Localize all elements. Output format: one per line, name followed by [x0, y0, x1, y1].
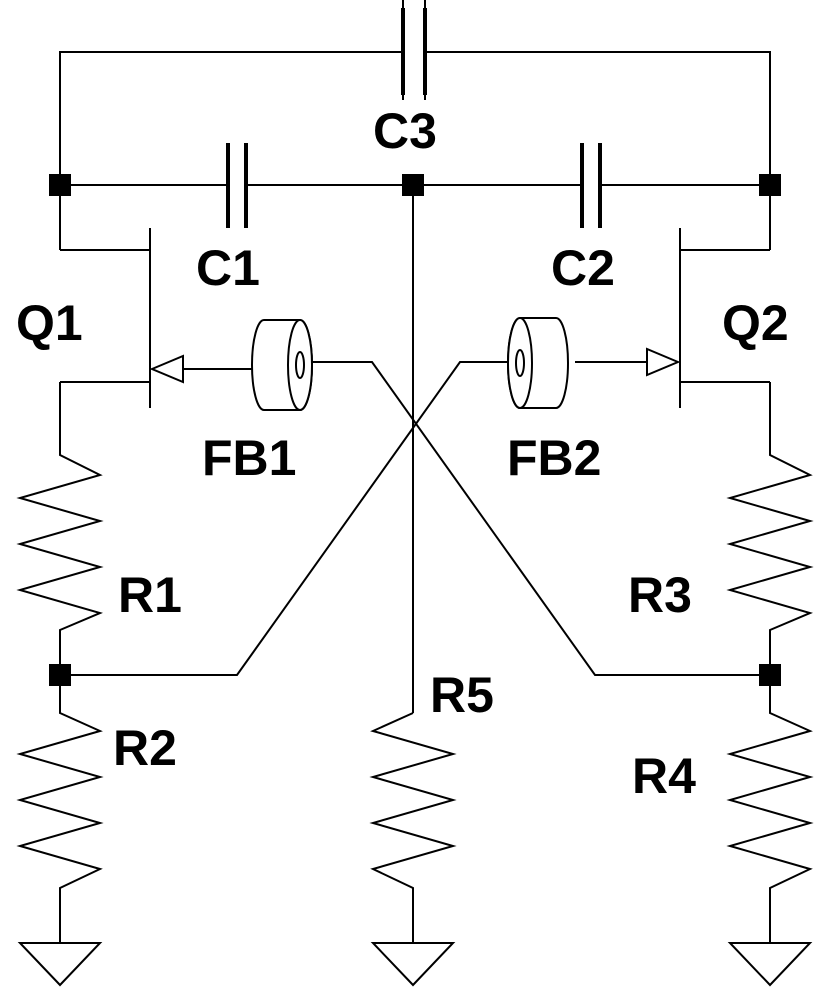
label-r5: R5 — [430, 667, 494, 723]
resistor-r5 — [369, 712, 457, 943]
label-r1: R1 — [118, 567, 182, 623]
transistor-q1 — [59, 185, 252, 450]
junction-dot-icon — [49, 664, 71, 686]
resistor-r1 — [16, 450, 104, 675]
resistor-r2 — [16, 675, 104, 943]
capacitor-c2 — [580, 143, 602, 228]
resistor-r3 — [726, 450, 814, 675]
cross-wire-fb1-to-r4 — [312, 361, 770, 676]
label-r3: R3 — [628, 567, 692, 623]
label-r2: R2 — [113, 720, 177, 776]
ferrite-bead-fb2 — [507, 317, 569, 409]
ferrite-bead-fb1 — [251, 319, 313, 411]
resistor-r4 — [726, 675, 814, 943]
junction-dot-icon — [759, 174, 781, 196]
junction-dot-icon — [49, 174, 71, 196]
transistor-q2 — [575, 185, 771, 450]
junction-dot-icon — [402, 174, 424, 196]
cross-wire-fb2-to-r2 — [60, 361, 508, 676]
label-q2: Q2 — [722, 295, 789, 351]
label-c1: C1 — [196, 240, 260, 296]
ground-icon — [17, 942, 103, 987]
label-fb2: FB2 — [507, 430, 601, 486]
capacitor-c3 — [401, 8, 427, 95]
label-c3: C3 — [373, 103, 437, 159]
capacitor-c1 — [226, 143, 248, 228]
label-r4: R4 — [632, 748, 696, 804]
label-c2: C2 — [551, 240, 615, 296]
ground-icon — [727, 942, 813, 987]
ground-icon — [370, 942, 456, 987]
label-q1: Q1 — [16, 295, 83, 351]
junction-dot-icon — [759, 664, 781, 686]
label-fb1: FB1 — [202, 430, 296, 486]
